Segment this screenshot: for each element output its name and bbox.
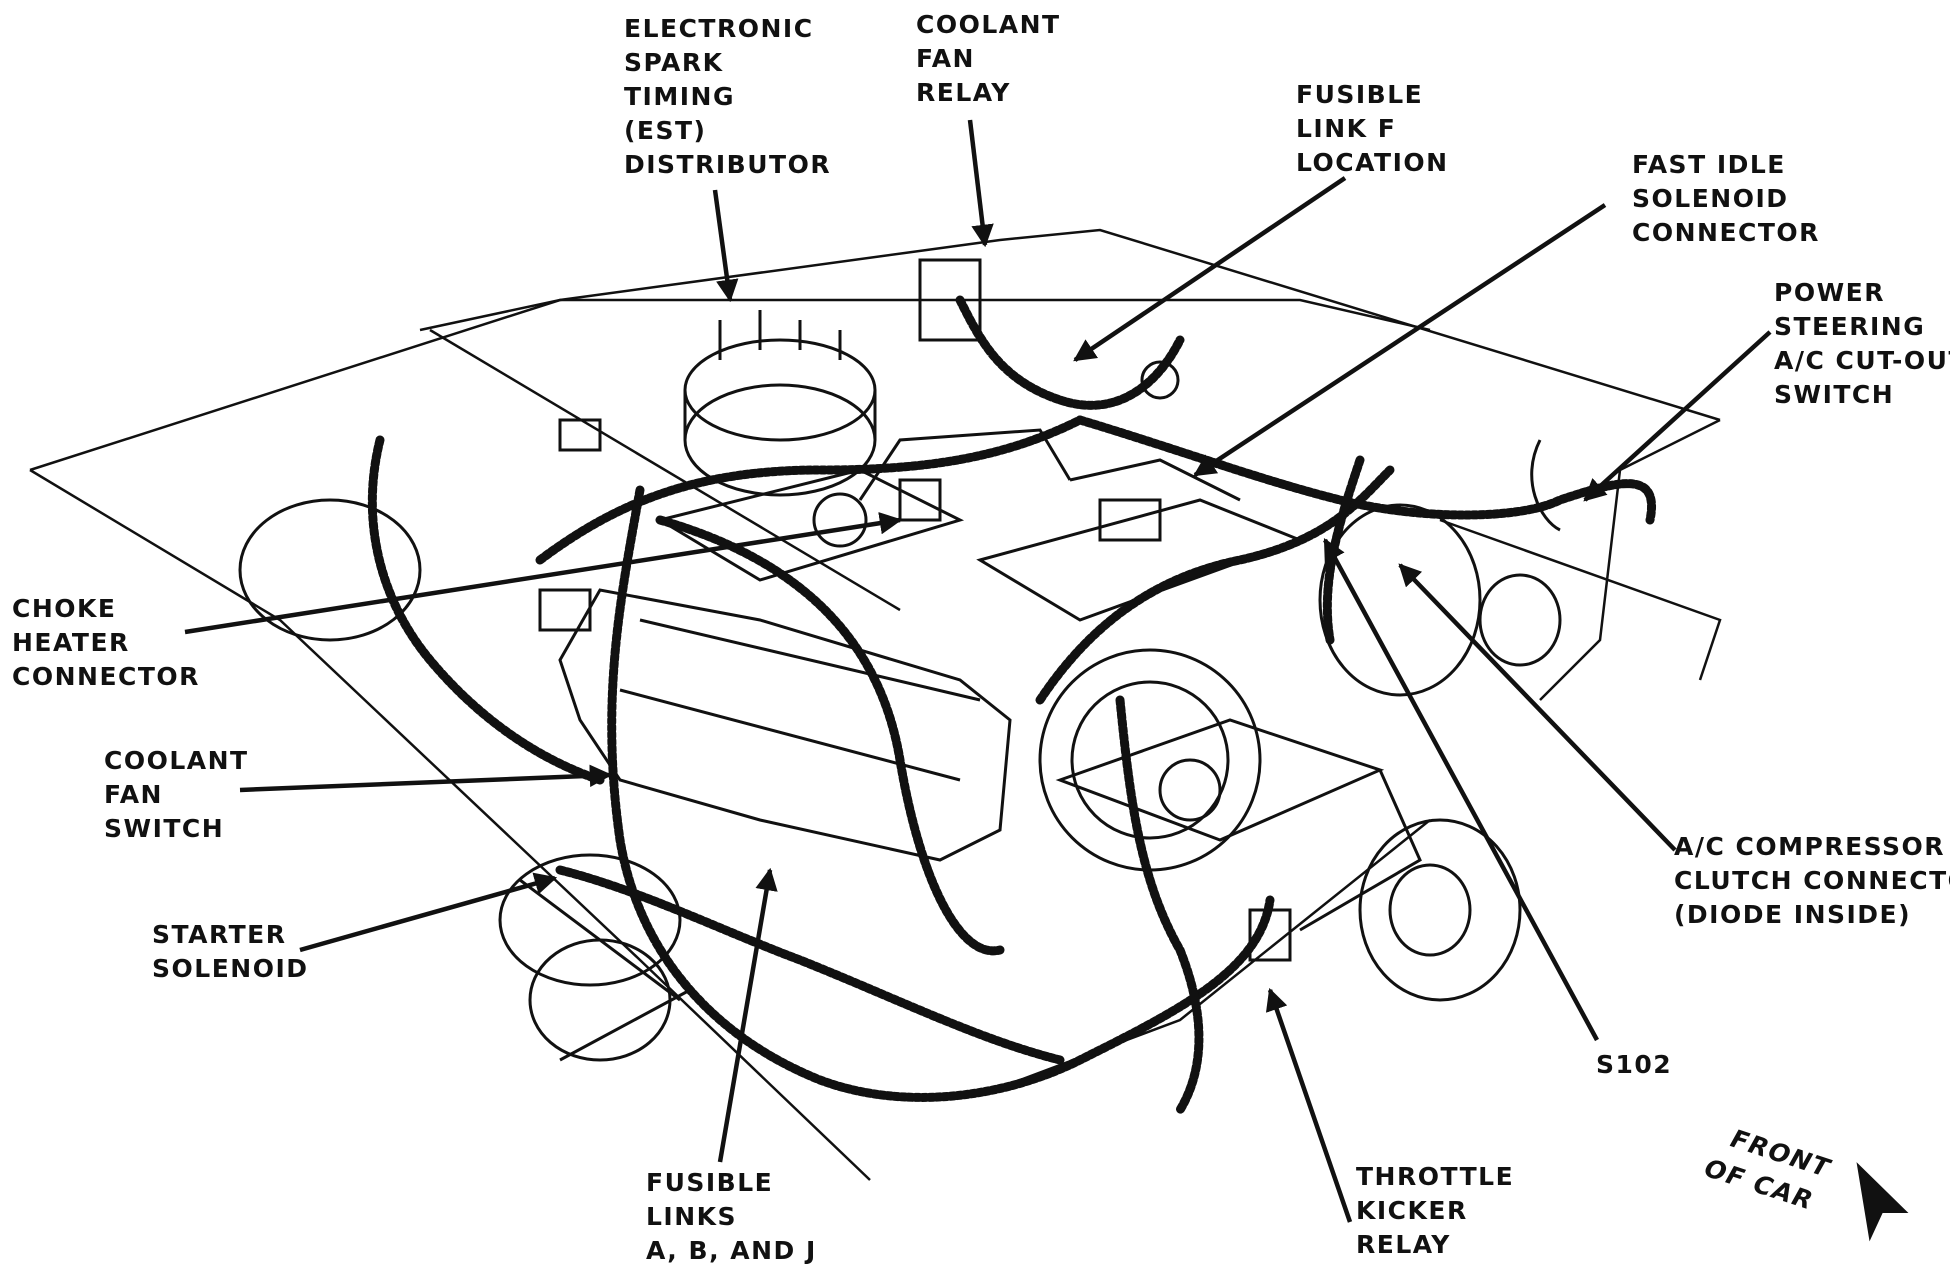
leader-s102 [1323,538,1599,1042]
leader-starter-solenoid [299,872,558,953]
label-est-distributor: ELECTRONIC SPARK TIMING (EST) DISTRIBUTO… [624,14,832,179]
arrow-icon [1856,1162,1909,1242]
label-fusible-link-f: FUSIBLE LINK F LOCATION [1296,80,1449,177]
label-power-steering-switch: POWER STEERING A/C CUT-OUT SWITCH [1774,278,1950,409]
leader-coolant-fan-switch [239,764,613,793]
leader-coolant-fan-relay [967,119,994,248]
alternator-drawing [1038,648,1262,872]
leader-choke-heater [184,512,903,635]
fan-pulley-drawing [1358,818,1522,1002]
engine-bay-outline [29,228,1722,1181]
leader-throttle-kicker [1265,987,1353,1223]
leader-fusible-link-f [1073,176,1347,362]
label-starter-solenoid: STARTER SOLENOID [152,920,309,983]
label-coolant-fan-relay: COOLANT FAN RELAY [916,10,1061,107]
label-s102: S102 [1596,1050,1673,1079]
leader-ac-compressor [1398,563,1677,852]
label-throttle-kicker: THROTTLE KICKER RELAY [1356,1162,1515,1259]
label-choke-heater: CHOKE HEATER CONNECTOR [12,594,200,691]
engine-block [558,428,1422,932]
leader-fast-idle [1193,203,1607,477]
starter-drawing [498,853,691,1062]
leader-fusible-links-abj [717,867,778,1163]
label-ac-compressor: A/C COMPRESSOR CLUTCH CONNECTOR (DIODE I… [1674,832,1950,929]
leader-power-steering [1583,330,1772,502]
label-coolant-fan-switch: COOLANT FAN SWITCH [104,746,249,843]
leader-lines [184,119,1772,1223]
wheel-wells [238,498,1562,697]
label-fusible-links-abj: FUSIBLE LINKS A, B, AND J [646,1168,817,1265]
leader-est-distributor [712,189,739,303]
label-fast-idle-solenoid: FAST IDLE SOLENOID CONNECTOR [1632,150,1820,247]
connector-shapes [538,258,1561,962]
distributor-drawing [683,310,877,497]
